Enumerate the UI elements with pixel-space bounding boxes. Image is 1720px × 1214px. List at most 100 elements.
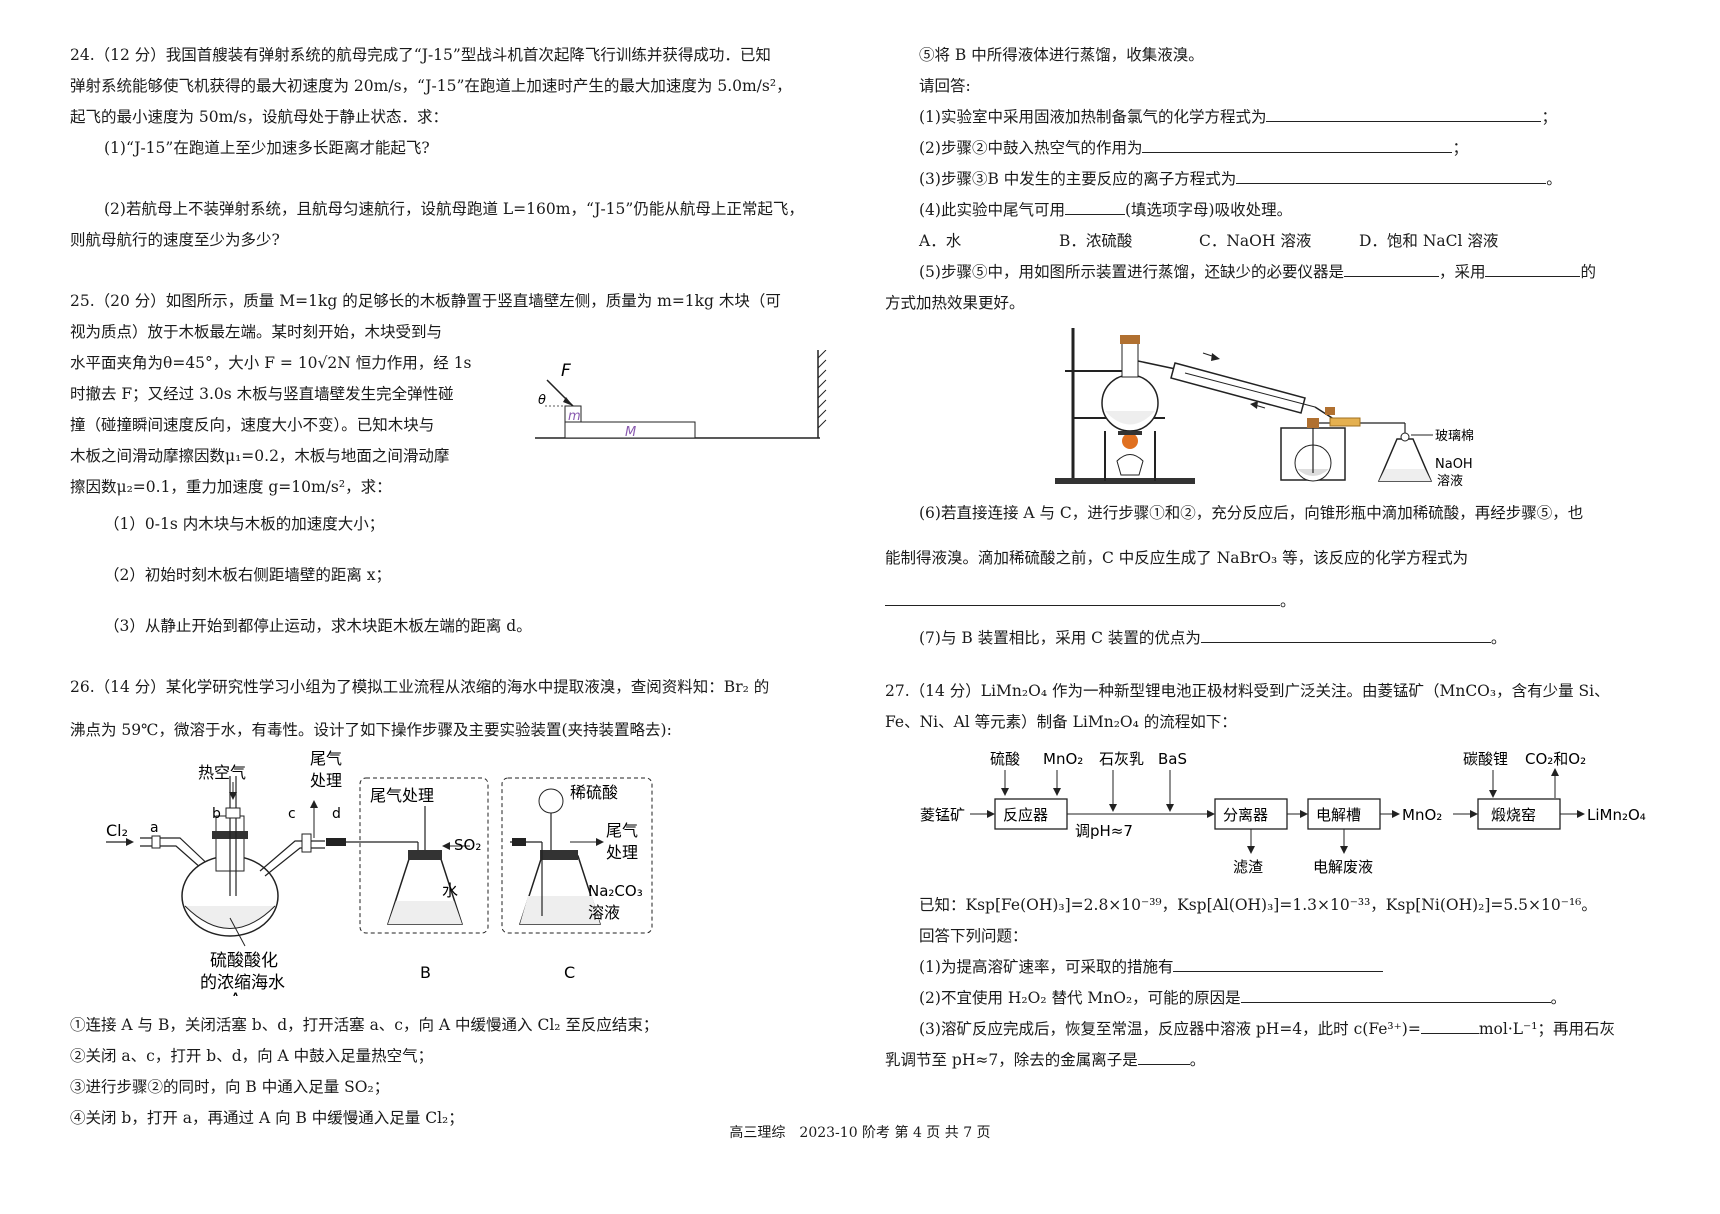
product-label: LiMn₂O₄ <box>1587 806 1646 824</box>
ore-label: 菱锰矿 <box>920 806 965 824</box>
q26-answer6b: 能制得液溴。滴加稀硫酸之前，C 中反应生成了 NaBrO₃ 等，该反应的化学方程… <box>885 549 1469 567</box>
reactor-label: 反应器 <box>1003 806 1048 824</box>
lime-input: 石灰乳 <box>1099 750 1144 768</box>
dilute-acid-label: 稀硫酸 <box>570 783 618 802</box>
separator-box <box>1214 798 1288 830</box>
q26-step3: ③进行步骤②的同时，向 B 中通入足量 SO₂； <box>70 1078 390 1096</box>
q27-line1: 27.（14 分）LiMn₂O₄ 作为一种新型锂电池正极材料受到广泛关注。由菱锰… <box>885 682 1610 700</box>
force-label: F <box>561 361 571 381</box>
q25-line1: 25.（20 分）如图所示，质量 M=1kg 的足够长的木板静置于竖直墙壁左侧，… <box>70 292 781 310</box>
mno2-input: MnO₂ <box>1043 750 1083 768</box>
seawater-label-2: 的浓缩海水 <box>200 973 285 993</box>
q25-sub1: （1）0-1s 内木块与木板的加速度大小； <box>104 515 385 533</box>
valve-b-label: b <box>212 806 221 822</box>
q26-options: A．水 B．浓硫酸 C．NaOH 溶液 D．饱和 NaCl 溶液 <box>885 226 1685 257</box>
bromine-apparatus-diagram: Cl₂ a b 热空气 c 尾气 处理 d <box>106 749 653 996</box>
cl2-label: Cl₂ <box>106 821 128 840</box>
hot-air-label: 热空气 <box>198 763 246 782</box>
question-24: 24.（12 分）我国首艘装有弹射系统的航母完成了“J-15”型战斗机首次起降飞… <box>70 40 870 256</box>
M-label: M <box>625 425 636 440</box>
cell-box <box>1307 798 1381 830</box>
valve-d-label: d <box>332 806 341 822</box>
q25-line6: 木板之间滑动摩擦因数μ₁=0.2，木板与地面之间滑动摩 <box>70 447 450 465</box>
q26-answer6c: 。 <box>885 586 1685 617</box>
q26-answer5: (5)步骤⑤中，用如图所示装置进行蒸馏，还缺少的必要仪器是，采用的 <box>885 257 1685 288</box>
q24-sub1: (1)“J-15”在跑道上至少加速多长距离才能起飞? <box>104 139 430 157</box>
board-M <box>564 421 696 439</box>
valve-c-label: c <box>288 806 296 822</box>
question-26: 26.（14 分）某化学研究性学习小组为了模拟工业流程从浓缩的海水中提取液溴，查… <box>70 672 870 1134</box>
q26-line2: 沸点为 59℃，微溶于水，有毒性。设计了如下操作步骤及主要实验装置(夹持装置略去… <box>70 721 672 739</box>
q25-line5: 撞（碰撞瞬间速度反向，速度大小不变）。已知木块与 <box>70 416 435 434</box>
q26-ask: 请回答: <box>919 77 971 95</box>
q26-step4: ④关闭 b，打开 a，再通过 A 向 B 中缓慢通入足量 Cl₂； <box>70 1109 464 1127</box>
kiln-box <box>1477 798 1561 830</box>
co2o2-input: CO₂和O₂ <box>1525 750 1586 768</box>
q25-line7: 擦因数μ₂=0.1，重力加速度 g=10m/s²，求： <box>70 478 392 496</box>
tail-gas-a-2: 处理 <box>310 771 342 790</box>
kiln-label: 煅烧窑 <box>1491 806 1536 824</box>
block-board-wall-diagram: F θ m M <box>535 350 827 440</box>
waste-label: 电解废液 <box>1313 858 1373 876</box>
q26-line1: 26.（14 分）某化学研究性学习小组为了模拟工业流程从浓缩的海水中提取液溴，查… <box>70 678 770 696</box>
distillation-apparatus-diagram: 玻璃棉 NaOH 溶液 <box>1055 328 1474 488</box>
apparatus-b-box <box>359 777 489 934</box>
na2co3-label: Na₂CO₃ <box>588 882 643 900</box>
q27-answer3a: (3)溶矿反应完成后，恢复至常温，反应器中溶液 pH=4，此时 c(Fe³⁺)=… <box>885 1014 1685 1045</box>
label-B: B <box>420 963 431 982</box>
q24-sub2b: 则航母航行的速度至少为多少? <box>70 231 280 249</box>
label-A: A <box>230 989 241 996</box>
q25-line4: 时撤去 F；又经过 3.0s 木板与竖直墙壁发生完全弹性碰 <box>70 385 454 403</box>
mno2-product: MnO₂ <box>1402 806 1442 824</box>
label-C: C <box>564 963 575 982</box>
q26-step1: ①连接 A 与 B，关闭活塞 b、d，打开活塞 a、c，向 A 中缓慢通入 Cl… <box>70 1016 659 1034</box>
page-footer: 高三理综 2023-10 阶考 第 4 页 共 7 页 <box>729 1125 991 1141</box>
tail-gas-c-1: 尾气 <box>606 821 638 840</box>
limn2o4-process-flow: 硫酸 MnO₂ 石灰乳 BaS 菱锰矿 反应器 调pH≈7 分离器 滤渣 电解槽… <box>920 750 1646 876</box>
option-b: B．浓硫酸 <box>1059 232 1133 250</box>
q24-sub2a: (2)若航母上不装弹射系统，且航母匀速航行，设航母跑道 L=160m，“J-15… <box>104 200 804 218</box>
tail-gas-b: 尾气处理 <box>370 786 434 805</box>
q26-answer4: (4)此实验中尾气可用(填选项字母)吸收处理。 <box>885 195 1685 226</box>
q26-answer5-cont: 方式加热效果更好。 <box>885 294 1025 312</box>
h2so4-input: 硫酸 <box>990 750 1020 768</box>
naoh-solution-label: 溶液 <box>1437 474 1463 488</box>
q27-answer2: (2)不宜使用 H₂O₂ 替代 MnO₂，可能的原因是。 <box>885 983 1685 1014</box>
option-a: A．水 <box>919 232 962 250</box>
apparatus-c-box <box>501 777 653 934</box>
q27-known: 已知：Ksp[Fe(OH)₃]=2.8×10⁻³⁹，Ksp[Al(OH)₃]=1… <box>919 896 1597 914</box>
solution-label: 溶液 <box>588 903 620 922</box>
tail-gas-a-1: 尾气 <box>310 749 342 768</box>
water-label: 水 <box>442 881 458 900</box>
q27-line2: Fe、Ni、Al 等元素）制备 LiMn₂O₄ 的流程如下： <box>885 713 1237 731</box>
cell-label: 电解槽 <box>1316 806 1361 824</box>
q25-line2: 视为质点）放于木板最左端。某时刻开始，木块受到与 <box>70 323 443 341</box>
q26-answer7: (7)与 B 装置相比，采用 C 装置的优点为。 <box>885 623 1685 654</box>
right-column: ⑤将 B 中所得液体进行蒸馏，收集液溴。 请回答: (1)实验室中采用固液加热制… <box>885 40 1685 1076</box>
bas-input: BaS <box>1158 750 1187 768</box>
q24-line1: 24.（12 分）我国首艘装有弹射系统的航母完成了“J-15”型战斗机首次起降飞… <box>70 46 771 64</box>
naoh-label: NaOH <box>1435 457 1473 472</box>
option-d: D．饱和 NaCl 溶液 <box>1359 232 1499 250</box>
q27-answer1: (1)为提高溶矿速率，可采取的措施有 <box>885 952 1685 983</box>
so2-label: SO₂ <box>454 836 481 854</box>
seawater-label-1: 硫酸酸化 <box>210 951 278 971</box>
li2co3-input: 碳酸锂 <box>1463 750 1508 768</box>
q27-answer3b: 乳调节至 pH≈7，除去的金属离子是。 <box>885 1045 1685 1076</box>
q25-sub2: （2）初始时刻木板右侧距墙壁的距离 x； <box>104 566 392 584</box>
q25-line3: 水平面夹角为θ=45°，大小 F = 10√2N 恒力作用，经 1s <box>70 354 472 372</box>
q26-answer3: (3)步骤③B 中发生的主要反应的离子方程式为。 <box>885 164 1685 195</box>
question-27: 27.（14 分）LiMn₂O₄ 作为一种新型锂电池正极材料受到广泛关注。由菱锰… <box>885 676 1685 1076</box>
question-25: 25.（20 分）如图所示，质量 M=1kg 的足够长的木板静置于竖直墙壁左侧，… <box>70 286 870 642</box>
q26-answer6a: (6)若直接连接 A 与 C，进行步骤①和②，充分反应后，向锥形瓶中滴加稀硫酸，… <box>919 504 1584 522</box>
m-label: m <box>568 409 581 424</box>
residue-label: 滤渣 <box>1233 858 1263 876</box>
option-c: C．NaOH 溶液 <box>1199 232 1312 250</box>
glass-wool-label: 玻璃棉 <box>1435 429 1474 444</box>
q26-answer1: (1)实验室中采用固液加热制备氯气的化学方程式为； <box>885 102 1685 133</box>
q27-ask: 回答下列问题： <box>919 927 1028 945</box>
q26-step2: ②关闭 a、c，打开 b、d，向 A 中鼓入足量热空气； <box>70 1047 434 1065</box>
q24-line2: 弹射系统能够使飞机获得的最大初速度为 20m/s，“J-15”在跑道上加速时产生… <box>70 77 792 95</box>
tail-gas-c-2: 处理 <box>606 843 638 862</box>
separator-label: 分离器 <box>1223 806 1268 824</box>
